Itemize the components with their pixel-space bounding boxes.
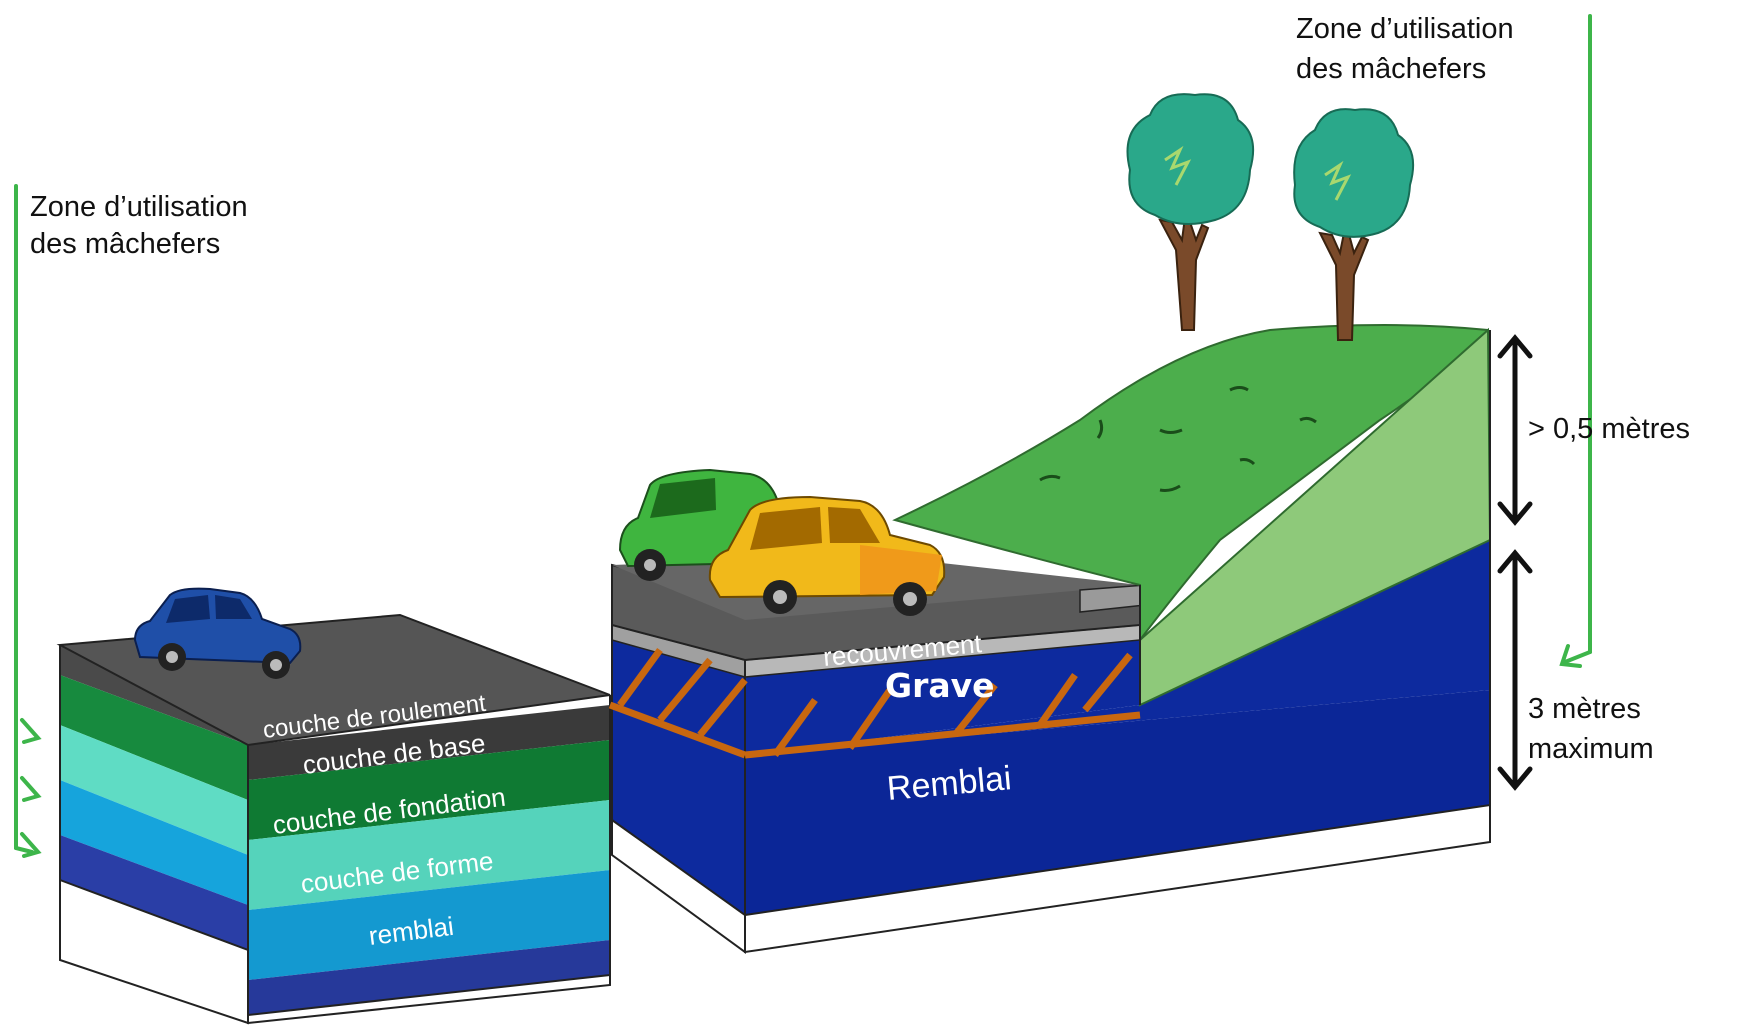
green-arrow-icon bbox=[1559, 644, 1582, 668]
zone-line-left bbox=[14, 184, 34, 854]
label-grave: Grave bbox=[885, 666, 995, 705]
road-front-forme bbox=[60, 780, 248, 905]
double-arrow-icon bbox=[1497, 334, 1533, 526]
remblai-front bbox=[745, 690, 1490, 915]
road-block bbox=[56, 613, 611, 1025]
car-icon bbox=[708, 495, 946, 616]
height-top-label: > 0,5 mètres bbox=[1528, 413, 1690, 445]
zone-right-line2: des mâchefers bbox=[1296, 53, 1486, 85]
double-arrow-icon bbox=[1497, 549, 1533, 791]
road-front-remblai bbox=[60, 835, 248, 950]
tree-icon bbox=[1293, 108, 1414, 341]
green-arrow-icon bbox=[20, 718, 42, 858]
road-side-fondation bbox=[248, 800, 610, 910]
road-front-fondation bbox=[60, 725, 248, 855]
road-side-roulement bbox=[248, 705, 610, 780]
road-side-forme bbox=[248, 870, 610, 980]
landfill-block bbox=[608, 324, 1492, 954]
zone-left-line2: des mâchefers bbox=[30, 228, 220, 260]
grave-hatch bbox=[608, 647, 1141, 759]
zone-line-right bbox=[1563, 14, 1592, 664]
road-front-base bbox=[60, 675, 248, 800]
zone-left-line1: Zone d’utilisation bbox=[30, 191, 248, 223]
road-side-remblai bbox=[248, 940, 610, 1015]
road-side-base bbox=[248, 740, 610, 840]
car-icon bbox=[133, 587, 302, 679]
remblai-side bbox=[745, 540, 1490, 755]
zone-right-line1: Zone d’utilisation bbox=[1296, 13, 1514, 45]
tree-icon bbox=[1126, 93, 1254, 331]
height-bottom-line1: 3 mètres bbox=[1528, 693, 1641, 725]
height-bottom-line2: maximum bbox=[1528, 733, 1654, 765]
